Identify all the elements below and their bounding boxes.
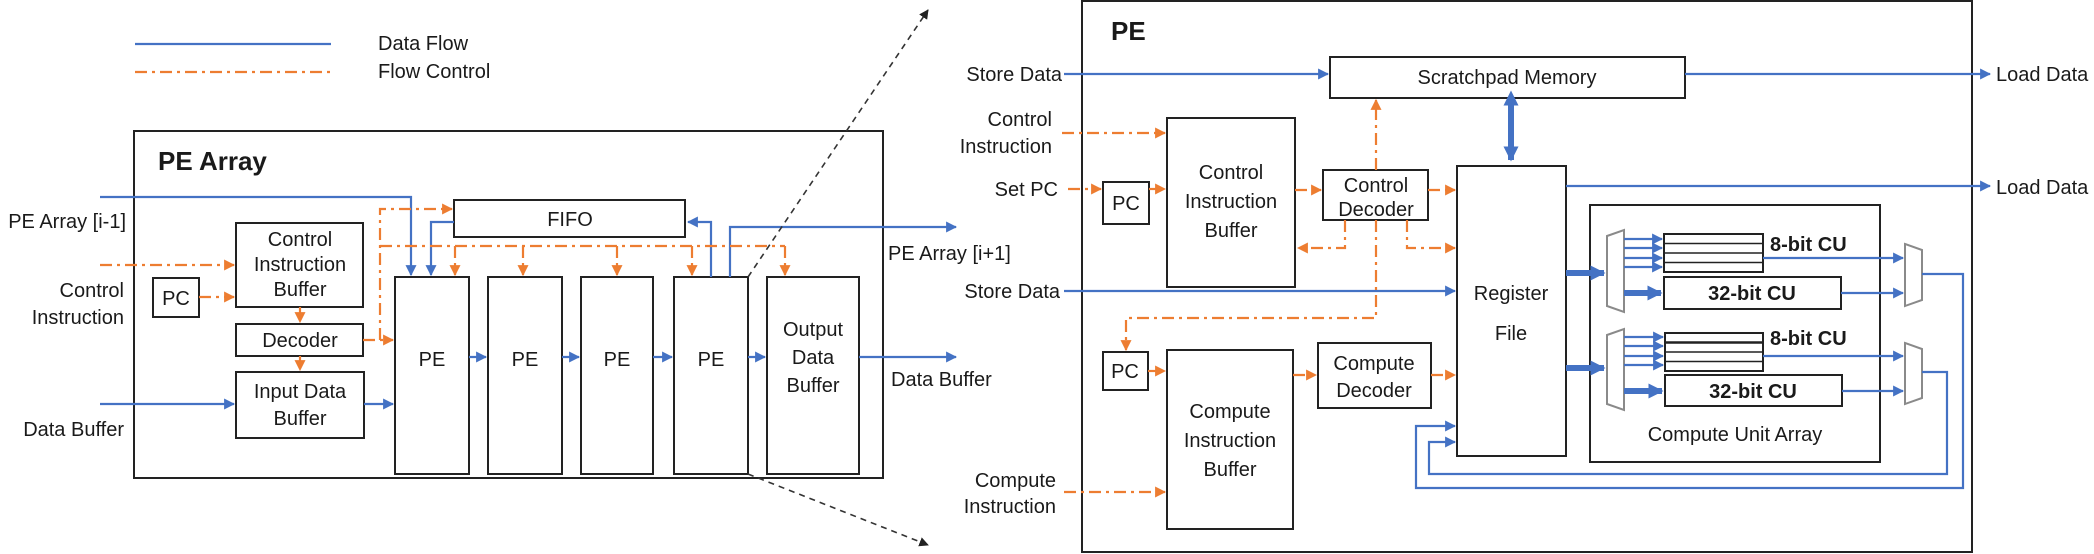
- pc-compute-label: PC: [1111, 361, 1139, 383]
- pe-array-data-flow: [100, 195, 958, 410]
- input-label-compute-instruction-2: Instruction: [964, 496, 1056, 518]
- pc-control-label: PC: [1112, 193, 1140, 215]
- output-label-load-data-1: Load Data: [1996, 64, 2089, 86]
- output-label-data-buffer: Data Buffer: [891, 369, 992, 391]
- input-label-control-instruction-2: Instruction: [960, 136, 1052, 158]
- odb-label-1: Output: [783, 319, 843, 341]
- compute-decoder-block: Compute Decoder: [1317, 342, 1432, 409]
- odb-label-2: Data: [792, 347, 835, 369]
- input-label-control-instruction-1: Control: [60, 280, 124, 302]
- decoder-label: Decoder: [262, 330, 338, 352]
- pe-label-4: PE: [698, 349, 725, 371]
- idb-label-2: Buffer: [274, 408, 327, 430]
- cua-label: Compute Unit Array: [1648, 424, 1823, 446]
- cib-label-1: Control: [268, 229, 332, 251]
- cib-label-2: Instruction: [254, 254, 346, 276]
- cu-8bit-stack-1: [1663, 233, 1764, 273]
- pe-array-panel: PE Array PE Array [i-1] Control Instruct…: [8, 130, 1011, 479]
- cu-32bit-2: 32-bit CU: [1664, 374, 1843, 407]
- output-label-load-data-2: Load Data: [1996, 177, 2089, 199]
- pe-array-flow-control: [100, 203, 791, 372]
- pe-label-3: PE: [604, 349, 631, 371]
- control-decoder-block: Control Decoder: [1322, 169, 1429, 221]
- fifo-block: FIFO: [453, 199, 686, 238]
- demux-1: [1606, 228, 1625, 314]
- input-label-control-instruction-1: Control: [988, 109, 1052, 131]
- comp-ib-label-3: Buffer: [1204, 459, 1257, 481]
- pe-array-title: PE Array: [158, 146, 267, 176]
- rf-label-2: File: [1495, 323, 1527, 345]
- pe-block-2: PE: [487, 276, 563, 475]
- cd-label-2: Decoder: [1338, 199, 1414, 221]
- cu-8bit-label-1: 8-bit CU: [1770, 234, 1847, 256]
- pe-cib-label-1: Control: [1199, 162, 1263, 184]
- legend-data-flow-label: Data Flow: [378, 33, 469, 55]
- mux-1: [1904, 242, 1923, 308]
- cd-label-1: Control: [1344, 175, 1408, 197]
- legend-flow-control-label: Flow Control: [378, 61, 490, 83]
- pe-title: PE: [1111, 16, 1146, 46]
- input-label-compute-instruction-1: Compute: [975, 470, 1056, 492]
- pe-block-3: PE: [580, 276, 654, 475]
- compute-unit-array: Compute Unit Array 8-bit CU 32-bit CU: [1589, 204, 1923, 463]
- pc-block: PC: [152, 277, 200, 318]
- cu-32bit-label-2: 32-bit CU: [1709, 381, 1797, 403]
- input-label-data-buffer: Data Buffer: [23, 419, 124, 441]
- input-label-prev-array: PE Array [i-1]: [8, 211, 126, 233]
- control-instruction-buffer-block: Control Instruction Buffer: [1166, 117, 1296, 288]
- comp-ib-label-2: Instruction: [1184, 430, 1276, 452]
- scratchpad-memory-block: Scratchpad Memory: [1329, 56, 1686, 99]
- cu-8bit-label-2: 8-bit CU: [1770, 328, 1847, 350]
- input-label-set-pc: Set PC: [995, 179, 1058, 201]
- output-data-buffer-block: Output Data Buffer: [766, 276, 860, 475]
- scratchpad-label: Scratchpad Memory: [1418, 67, 1597, 89]
- zoom-line-bottom: [747, 473, 929, 547]
- input-data-buffer-block: Input Data Buffer: [235, 371, 365, 439]
- pe-label-1: PE: [419, 349, 446, 371]
- zoom-line-top: [747, 9, 929, 278]
- cu-32bit-label-1: 32-bit CU: [1708, 283, 1796, 305]
- pe-block-1: PE: [394, 276, 470, 475]
- pc-compute-block: PC: [1102, 351, 1149, 391]
- legend: Data Flow Flow Control: [135, 33, 490, 83]
- comp-dec-label-2: Decoder: [1336, 380, 1412, 402]
- comp-ib-label-1: Compute: [1189, 401, 1270, 423]
- mux-2: [1904, 341, 1923, 406]
- cu-8bit-stack-2: [1664, 332, 1764, 372]
- cu-32bit-1: 32-bit CU: [1663, 276, 1842, 310]
- pc-label: PC: [162, 288, 190, 310]
- output-label-next-array: PE Array [i+1]: [888, 243, 1011, 265]
- pe-flow-control: [1062, 98, 1457, 498]
- input-label-store-data-2: Store Data: [964, 281, 1060, 303]
- demux-2: [1606, 327, 1625, 412]
- input-label-store-data-1: Store Data: [966, 64, 1062, 86]
- cib-label-3: Buffer: [274, 279, 327, 301]
- odb-label-3: Buffer: [787, 375, 840, 397]
- comp-dec-label-1: Compute: [1333, 353, 1414, 375]
- pe-label-2: PE: [512, 349, 539, 371]
- control-instruction-buffer-block: Control Instruction Buffer: [235, 222, 364, 308]
- pe-data-flow: [1064, 68, 1992, 490]
- pe-cib-label-3: Buffer: [1205, 220, 1258, 242]
- pc-control-block: PC: [1102, 181, 1150, 225]
- pe-detail-panel: PE Store Data Control Instruction Set PC…: [960, 0, 2089, 553]
- decoder-block: Decoder: [235, 323, 364, 357]
- input-label-control-instruction-2: Instruction: [32, 307, 124, 329]
- register-file-block: Register File: [1456, 165, 1567, 457]
- pe-cib-label-2: Instruction: [1185, 191, 1277, 213]
- pe-block-4: PE: [673, 276, 749, 475]
- idb-label-1: Input Data: [254, 381, 347, 403]
- fifo-label: FIFO: [547, 209, 593, 231]
- rf-label-1: Register: [1474, 283, 1549, 305]
- compute-instruction-buffer-block: Compute Instruction Buffer: [1166, 349, 1294, 530]
